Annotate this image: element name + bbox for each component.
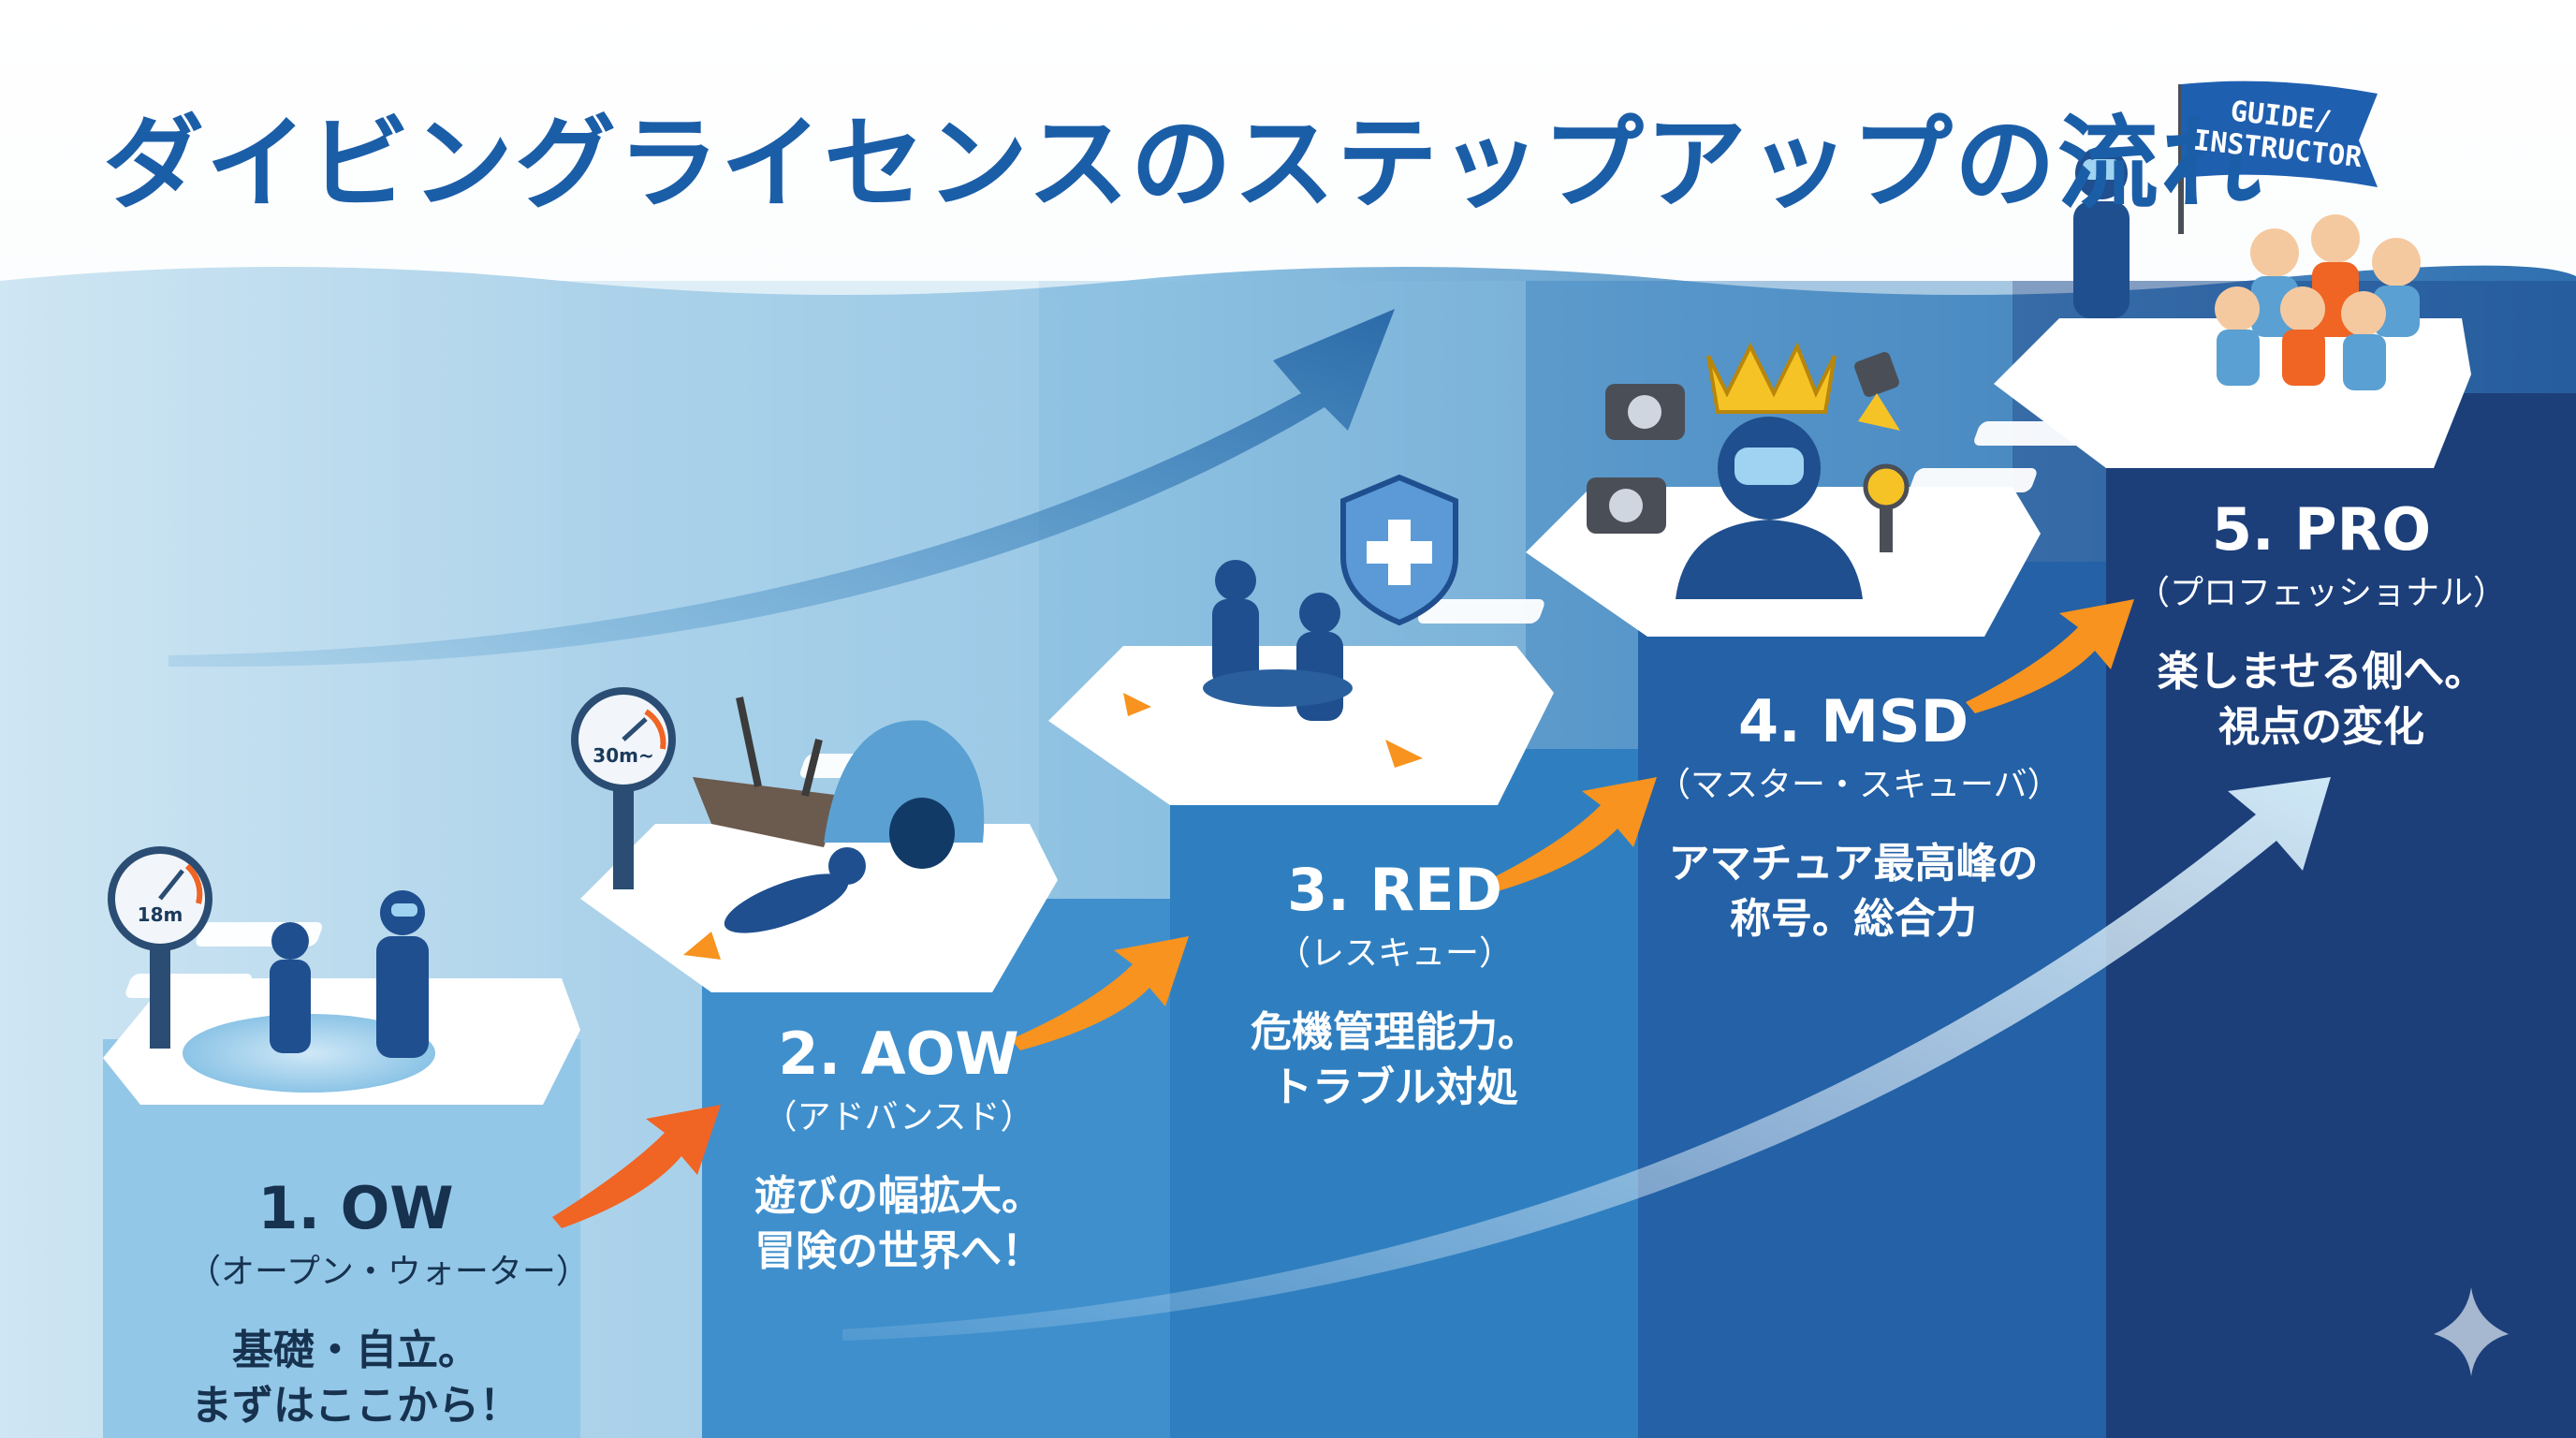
step-5-subtitle: （プロフェッショナル）	[2135, 574, 2507, 613]
step-1-subtitle: （オープン・ウォーター）	[187, 1253, 590, 1292]
camera-icon-2	[1587, 477, 1666, 534]
gauge-icon-step1	[108, 846, 212, 1049]
gauge-depth-label-2: 30m~	[593, 744, 654, 767]
step-5-description: 楽しませる側へ。 視点の変化	[2157, 648, 2486, 752]
arrow-4-5	[1966, 599, 2134, 713]
step-arrows	[552, 599, 2134, 1228]
column-step-5	[2106, 393, 2576, 1438]
shield-icon	[1340, 474, 1458, 626]
step-3-subtitle: （レスキュー）	[1276, 934, 1513, 974]
gauge-depth-label-1: 18m	[137, 903, 183, 926]
step-2-block: 2. AOW （アドバンスド） 遊びの幅拡大。 冒険の世界へ！	[730, 1020, 1067, 1280]
camera-icon-1	[1605, 384, 1685, 440]
step-columns	[103, 393, 2576, 1438]
diver-icon-step1b	[376, 890, 429, 1058]
light-icon-1	[1854, 352, 1900, 431]
light-icon-2	[1863, 463, 1910, 552]
arrow-2-3	[1011, 936, 1189, 1050]
step-3-name: 3. RED	[1287, 856, 1502, 924]
step-4-block: 4. MSD （マスター・スキューバ） アマチュア最高峰の 称号。総合力	[1657, 687, 2061, 947]
step-2-name: 2. AOW	[778, 1020, 1019, 1088]
step-2-subtitle: （アドバンスド）	[763, 1098, 1034, 1137]
step-1-description: 基礎・自立。 まずはここから！	[191, 1327, 520, 1431]
page-title: ダイビングライセンスのステップアップの流れ	[103, 106, 2263, 223]
step-1-block: 1. OW （オープン・ウォーター） 基礎・自立。 まずはここから！	[187, 1174, 590, 1434]
gauge-icon-step2	[571, 687, 676, 889]
diver-icon-step4	[1676, 417, 1863, 599]
step-4-subtitle: （マスター・スキューバ）	[1657, 766, 2061, 805]
step-3-description: 危機管理能力。 トラブル対処	[1251, 1008, 1539, 1112]
rescue-divers-icon	[1123, 560, 1423, 768]
step-3-block: 3. RED （レスキュー） 危機管理能力。 トラブル対処	[1217, 857, 1573, 1116]
growth-arrow-top	[168, 309, 1395, 668]
sparkle-icon	[2434, 1287, 2509, 1376]
column-step-1	[103, 1039, 580, 1438]
step-5-name: 5. PRO	[2211, 495, 2432, 564]
step-5-block: 5. PRO （プロフェッショナル） 楽しませる側へ。 視点の変化	[2134, 496, 2509, 756]
happy-group-icon	[2215, 214, 2421, 390]
shipwreck-icon	[693, 697, 842, 847]
instructor-diver-icon	[2073, 147, 2130, 318]
step-1-name: 1. OW	[257, 1174, 454, 1242]
arrow-1-2	[552, 1105, 721, 1228]
diver-icon-step2	[683, 847, 866, 960]
step-4-name: 4. MSD	[1737, 687, 1969, 756]
crown-icon	[1706, 342, 1837, 414]
step-4-description: アマチュア最高峰の 称号。総合力	[1668, 840, 2039, 944]
pool-water	[183, 1014, 435, 1093]
column-step-3	[1170, 749, 1657, 1438]
step-2-description: 遊びの幅拡大。 冒険の世界へ！	[754, 1172, 1043, 1276]
diver-icon-step1a	[270, 922, 311, 1053]
flag-icon	[2178, 81, 2378, 234]
arrow-3-4	[1488, 777, 1657, 891]
